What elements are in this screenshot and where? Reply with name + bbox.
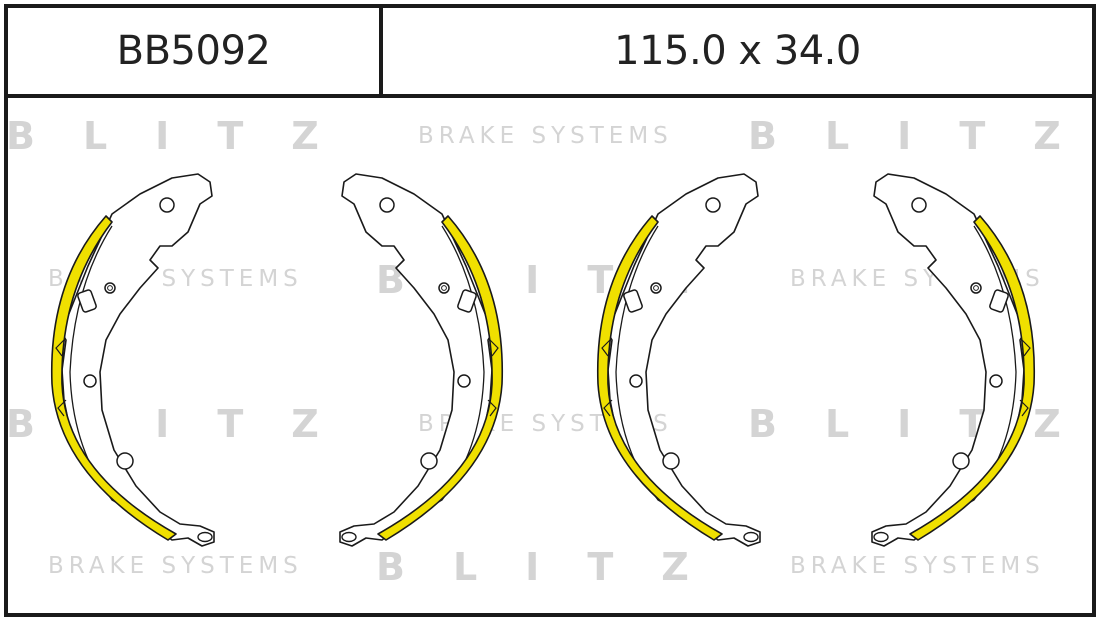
dimensions-cell: 115.0 x 34.0: [383, 8, 1092, 94]
diagram-frame: BB5092 115.0 x 34.0: [4, 4, 1096, 617]
brake-shoe-4: [871, 173, 1036, 547]
brake-shoe-3: [596, 173, 761, 547]
header-divider: [8, 94, 1092, 98]
watermark-brand: BLITZ: [748, 114, 1098, 158]
part-code-cell: BB5092: [8, 8, 383, 94]
brake-shoe-1: [50, 173, 215, 547]
watermark-tagline: BRAKE SYSTEMS: [48, 553, 303, 579]
watermark-tagline: BRAKE SYSTEMS: [790, 553, 1045, 579]
dimensions-label: 115.0 x 34.0: [614, 28, 861, 74]
part-code: BB5092: [116, 28, 271, 74]
watermark-brand: BLITZ: [6, 114, 367, 158]
brake-shoe-2: [339, 173, 504, 547]
watermark-brand: BLITZ: [376, 545, 737, 589]
watermark-tagline: BRAKE SYSTEMS: [418, 123, 673, 149]
